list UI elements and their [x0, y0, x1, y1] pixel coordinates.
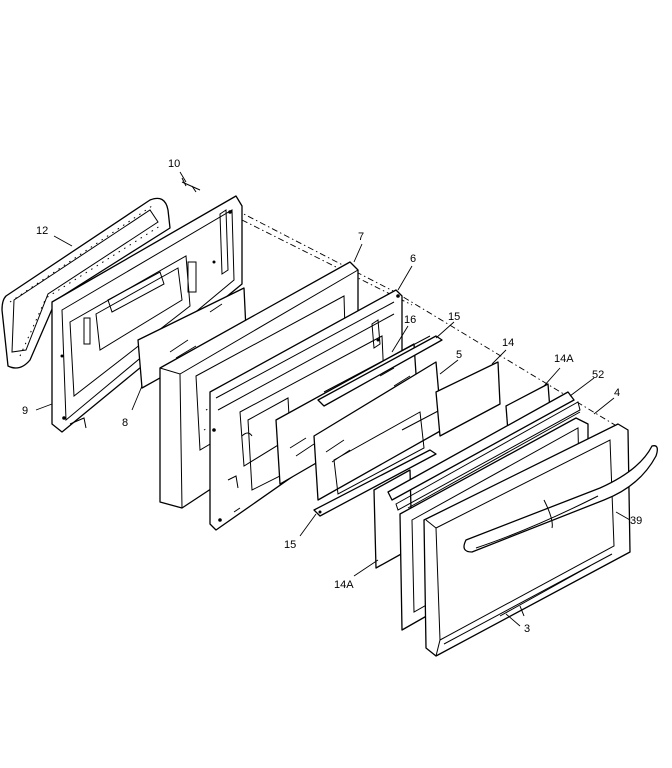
retainer-strip-15-top	[317, 335, 443, 407]
retainer-strip-15-bottom	[313, 449, 437, 517]
callout-labels: 10 12 7 6 15 16 5 14 14A 52 4 9 8 39 15 …	[22, 158, 642, 635]
outer-glass-5	[313, 361, 443, 501]
door-frame-3	[423, 423, 631, 657]
callout-5: 5	[456, 349, 462, 361]
callout-14A-bottom: 14A	[334, 579, 354, 591]
callout-52: 52	[592, 369, 604, 381]
callout-9: 9	[22, 405, 28, 417]
door-gasket-12	[1, 197, 171, 369]
callout-14: 14	[502, 337, 514, 349]
callout-8: 8	[122, 417, 128, 429]
inner-door-liner-9	[51, 195, 243, 433]
callout-10: 10	[168, 158, 180, 170]
callout-12: 12	[36, 225, 48, 237]
screw-10	[181, 177, 201, 193]
channel-52	[387, 391, 581, 511]
outer-window-glass-14	[435, 361, 501, 437]
callout-6-top: 6	[410, 253, 416, 265]
callout-15-top: 15	[448, 311, 460, 323]
callout-7: 7	[358, 231, 364, 243]
callout-4: 4	[614, 387, 620, 399]
callout-16: 16	[404, 314, 416, 326]
callout-15-bottom: 15	[284, 539, 296, 551]
door-handle-39	[463, 445, 658, 553]
leader-lines	[35, 171, 631, 627]
callout-3: 3	[524, 623, 530, 635]
callout-39: 39	[630, 515, 642, 527]
callout-14A-top: 14A	[554, 353, 574, 365]
